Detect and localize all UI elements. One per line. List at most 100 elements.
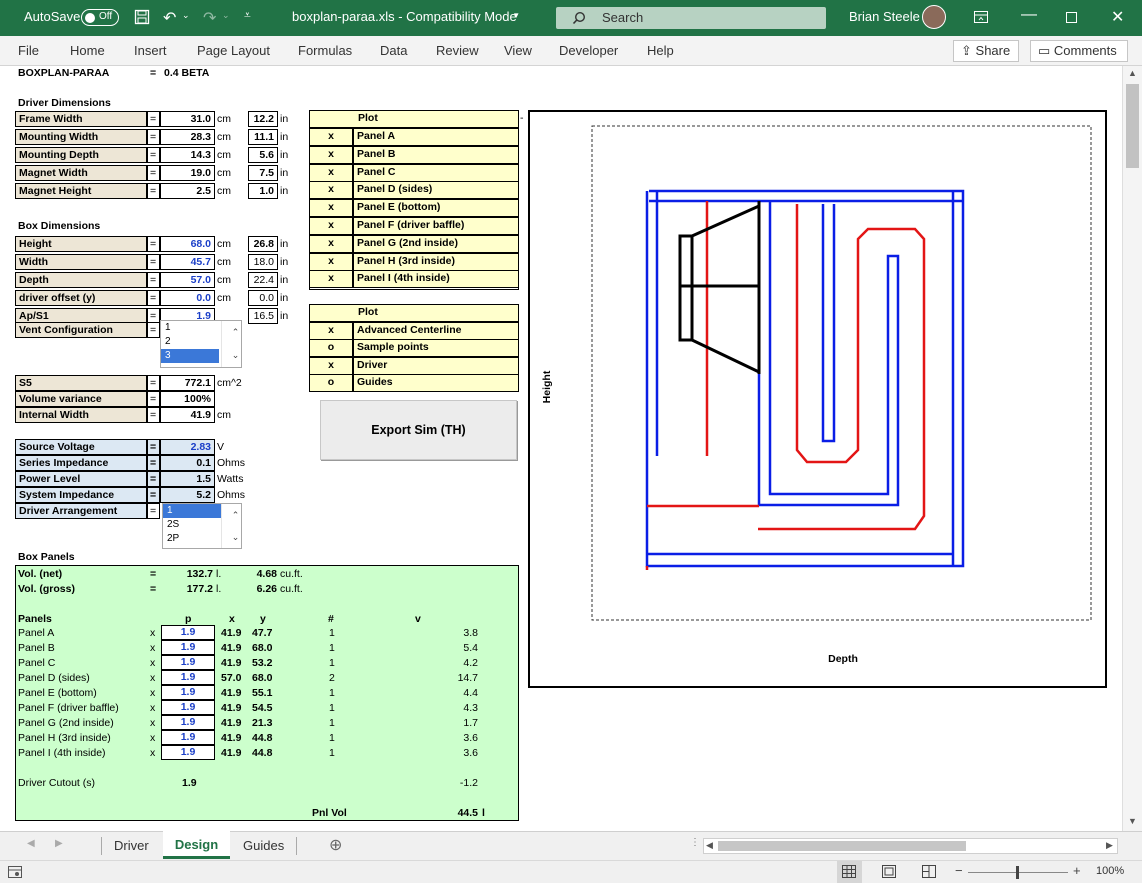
value-cell[interactable]: 31.0 [160, 111, 215, 127]
panel-row-p-input[interactable]: 1.9 [161, 625, 215, 640]
redo-dropdown-icon[interactable]: ⌄ [222, 10, 230, 20]
undo-dropdown-icon[interactable]: ⌄ [182, 10, 190, 20]
list-item[interactable]: 1 [165, 322, 171, 333]
plot-mark[interactable]: x [309, 252, 353, 271]
tab-home[interactable]: Home [70, 43, 105, 58]
plot-mark[interactable]: x [309, 356, 353, 375]
close-icon[interactable]: ✕ [1111, 9, 1125, 26]
normal-view-icon[interactable] [842, 865, 856, 878]
sheet-tab-driver[interactable]: Driver [114, 838, 149, 853]
plot-mark[interactable]: x [309, 145, 353, 164]
tab-split-icon[interactable]: ⋮ [690, 837, 700, 848]
tab-page-layout[interactable]: Page Layout [197, 43, 271, 58]
zoom-level[interactable]: 100% [1096, 865, 1125, 877]
plot-mark[interactable]: x [309, 217, 353, 235]
add-sheet-icon[interactable]: ⊕ [329, 837, 343, 854]
search-box[interactable]: Search [556, 7, 826, 29]
plot-mark[interactable]: o [309, 339, 353, 358]
driver-cutout-v: -1.2 [459, 777, 478, 789]
value-cell[interactable]: 0.0 [160, 290, 215, 306]
zoom-out-icon[interactable]: − [955, 863, 963, 878]
list-item[interactable]: 2S [167, 519, 180, 530]
plot-mark[interactable]: x [309, 322, 353, 340]
redo-icon[interactable]: ↷ [203, 10, 217, 27]
value-cell[interactable]: 68.0 [160, 236, 215, 252]
tab-next-icon[interactable]: ▶ [55, 838, 63, 849]
value-cell[interactable]: 5.2 [160, 487, 215, 503]
tab-help[interactable]: Help [647, 43, 674, 58]
list-item-selected[interactable]: 3 [161, 349, 219, 363]
scroll-down-icon[interactable]: ▼ [1128, 816, 1137, 826]
scroll-up-icon[interactable]: ▲ [1128, 68, 1137, 78]
vent-config-listbox[interactable]: 1 2 3 ⌃⌄ [160, 320, 242, 368]
scroll-right-icon[interactable]: ▶ [1106, 840, 1113, 850]
zoom-slider-thumb[interactable] [1016, 866, 1019, 879]
plot-mark[interactable]: o [309, 373, 353, 392]
tab-insert[interactable]: Insert [134, 43, 167, 58]
value-cell[interactable]: 45.7 [160, 254, 215, 270]
plot-mark[interactable]: x [309, 270, 353, 289]
value-cell[interactable]: 2.5 [160, 183, 215, 199]
unit-label: Ohms [217, 457, 246, 469]
listbox-scrollbar[interactable]: ⌃⌄ [221, 321, 241, 367]
chevron-up-icon: ⌃ [231, 327, 240, 337]
zoom-in-icon[interactable]: + [1073, 863, 1081, 878]
customize-toolbar-icon[interactable]: ⩡ [244, 8, 251, 22]
undo-icon[interactable]: ↶ [163, 10, 177, 27]
tab-review[interactable]: Review [436, 43, 479, 58]
plot-mark[interactable]: x [309, 128, 353, 146]
list-item-selected[interactable]: 1 [163, 504, 221, 518]
panel-row-p-input[interactable]: 1.9 [161, 700, 215, 715]
panel-row-p-input[interactable]: 1.9 [161, 655, 215, 670]
tab-prev-icon[interactable]: ◀ [27, 838, 35, 849]
tab-view[interactable]: View [504, 43, 532, 58]
horizontal-scrollbar[interactable]: ◀ ▶ [703, 838, 1118, 854]
panel-row-p-input[interactable]: 1.9 [161, 715, 215, 730]
share-button[interactable]: ⇪ Share [953, 40, 1019, 62]
tab-formulas[interactable]: Formulas [298, 43, 353, 58]
sheet-tab-guides[interactable]: Guides [243, 838, 285, 853]
driver-arrangement-listbox[interactable]: 1 2S 2P ⌃⌄ [162, 503, 242, 549]
list-item[interactable]: 2 [165, 336, 171, 347]
equals-sign: = [150, 67, 157, 79]
maximize-icon[interactable] [1066, 12, 1077, 23]
value-cell[interactable]: 57.0 [160, 272, 215, 288]
value-cell[interactable]: 2.83 [160, 439, 215, 455]
macro-record-icon[interactable] [8, 866, 22, 878]
scroll-left-icon[interactable]: ◀ [706, 840, 713, 850]
page-layout-icon[interactable] [882, 865, 896, 878]
value-cell[interactable]: 19.0 [160, 165, 215, 181]
scroll-thumb[interactable] [1126, 84, 1139, 168]
plot-mark[interactable]: x [309, 181, 353, 200]
minimize-icon[interactable]: — [1021, 6, 1037, 23]
value-cell[interactable]: 28.3 [160, 129, 215, 145]
tab-data[interactable]: Data [380, 43, 408, 58]
comments-button[interactable]: ▭ Comments [1030, 40, 1128, 62]
h-scroll-thumb[interactable] [718, 841, 966, 851]
tab-file[interactable]: File [18, 43, 39, 58]
plot-mark[interactable]: x [309, 163, 353, 182]
value-cell[interactable]: 14.3 [160, 147, 215, 163]
panel-row-p-input[interactable]: 1.9 [161, 640, 215, 655]
export-sim-button[interactable]: Export Sim (TH) [320, 400, 517, 460]
title-dropdown-icon[interactable]: ▾ [514, 10, 519, 20]
col-header-p: p [185, 613, 192, 625]
vertical-scrollbar[interactable]: ▲ ▼ [1122, 66, 1142, 831]
tab-developer[interactable]: Developer [559, 43, 619, 58]
panel-row-p-input[interactable]: 1.9 [161, 745, 215, 760]
listbox-scrollbar[interactable]: ⌃⌄ [221, 504, 241, 548]
plot-mark[interactable]: x [309, 199, 353, 218]
panel-row-p-input[interactable]: 1.9 [161, 730, 215, 745]
ribbon-display-icon[interactable] [974, 11, 988, 23]
save-icon[interactable] [134, 9, 150, 25]
user-avatar[interactable] [922, 5, 946, 29]
value-cell[interactable]: 0.1 [160, 455, 215, 471]
plot-mark[interactable]: x [309, 234, 353, 253]
panel-row-p-input[interactable]: 1.9 [161, 685, 215, 700]
sheet-tab-design-active[interactable]: Design [163, 831, 230, 859]
page-break-icon[interactable] [922, 865, 936, 878]
list-item[interactable]: 2P [167, 533, 180, 544]
value-cell[interactable]: 1.5 [160, 471, 215, 487]
panel-row-p-input[interactable]: 1.9 [161, 670, 215, 685]
autosave-toggle[interactable]: Off [81, 9, 119, 26]
